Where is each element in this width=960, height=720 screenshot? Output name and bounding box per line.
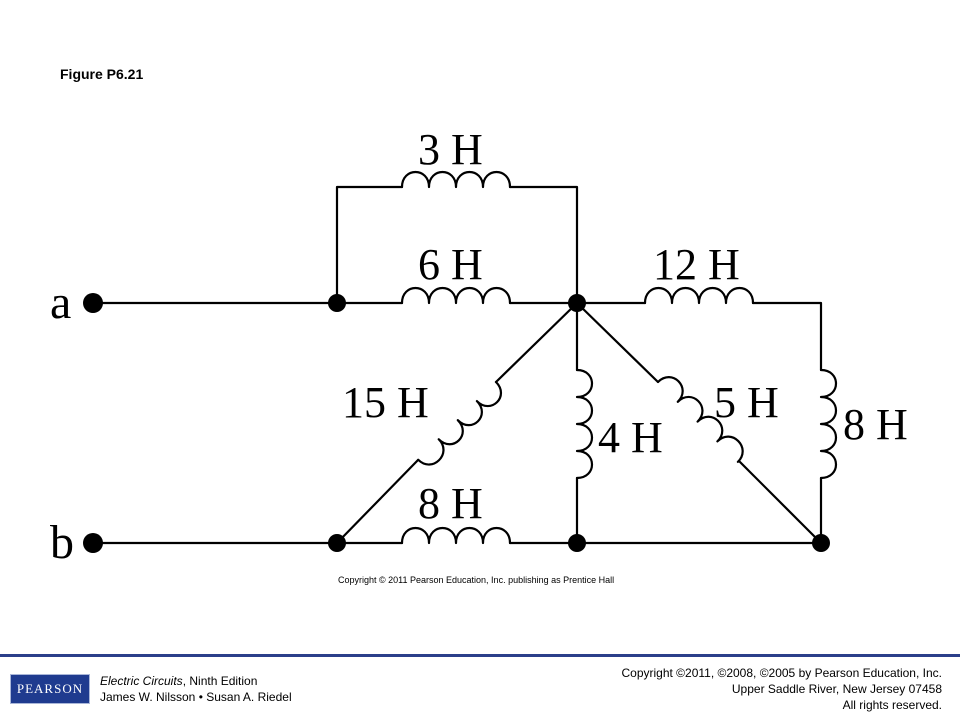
- copyright-line-2: Upper Saddle River, New Jersey 07458: [731, 682, 942, 696]
- node-upper-left: [328, 294, 346, 312]
- figure-copyright: Copyright © 2011 Pearson Education, Inc.…: [338, 575, 615, 585]
- copyright-line-1: Copyright ©2011, ©2008, ©2005 by Pearson…: [621, 666, 942, 680]
- copyright-line-3: All rights reserved.: [842, 698, 942, 712]
- wire-top-loop-left: [335, 185, 404, 305]
- book-authors: James W. Nilsson • Susan A. Riedel: [100, 690, 292, 704]
- book-title: Electric Circuits: [100, 674, 183, 688]
- inductor-5h-label: 5 H: [714, 378, 779, 427]
- inductor-6h-label: 6 H: [418, 240, 483, 289]
- node-center-top: [568, 294, 586, 312]
- inductor-3h-label: 3 H: [418, 125, 483, 174]
- terminal-b-dot: [83, 533, 103, 553]
- inductor-12h-coil: [643, 287, 755, 305]
- inductor-5h-coil: [656, 376, 744, 464]
- node-center-bottom: [568, 534, 586, 552]
- inductor-15h-coil: [417, 380, 503, 466]
- inductor-8h-right-coil: [819, 368, 837, 480]
- inductor-6h-coil: [400, 287, 512, 305]
- figure-label: Figure P6.21: [60, 66, 144, 82]
- inductor-4h-label: 4 H: [598, 413, 663, 462]
- terminal-a-dot: [83, 293, 103, 313]
- inductor-8h-right-label: 8 H: [843, 400, 908, 449]
- terminal-b-label: b: [50, 516, 74, 569]
- wire-5h-bottom: [738, 460, 823, 545]
- book-title-line: Electric Circuits, Ninth Edition: [100, 673, 292, 689]
- inductor-15h-label: 15 H: [342, 378, 429, 427]
- book-edition: , Ninth Edition: [182, 674, 258, 688]
- terminal-a-label: a: [50, 276, 71, 329]
- inductor-12h-label: 12 H: [653, 240, 740, 289]
- inductors: [400, 171, 837, 545]
- wire-12h-right: [751, 301, 823, 372]
- wire-5h-top: [575, 301, 660, 384]
- book-info: Electric Circuits, Ninth Edition James W…: [100, 673, 292, 705]
- pearson-logo: PEARSON: [10, 674, 90, 704]
- nodes: [83, 293, 830, 553]
- inductor-4h-coil: [575, 368, 593, 480]
- wire-15h-top: [494, 301, 579, 384]
- wire-15h-bottom: [335, 458, 420, 545]
- publisher-copyright: Copyright ©2011, ©2008, ©2005 by Pearson…: [621, 665, 942, 713]
- labels: a b 3 H 6 H 12 H 15 H 4 H 5 H 8 H 8 H: [50, 125, 908, 569]
- node-lower-right: [812, 534, 830, 552]
- inductor-3h-coil: [400, 171, 512, 189]
- inductor-8h-bottom-label: 8 H: [418, 479, 483, 528]
- wires: [91, 185, 823, 545]
- circuit-diagram: a b 3 H 6 H 12 H 15 H 4 H 5 H 8 H 8 H: [50, 125, 908, 569]
- wire-top-loop-right: [508, 185, 579, 305]
- footer-divider: [0, 654, 960, 657]
- inductor-8h-bottom-coil: [400, 527, 512, 545]
- node-lower-left: [328, 534, 346, 552]
